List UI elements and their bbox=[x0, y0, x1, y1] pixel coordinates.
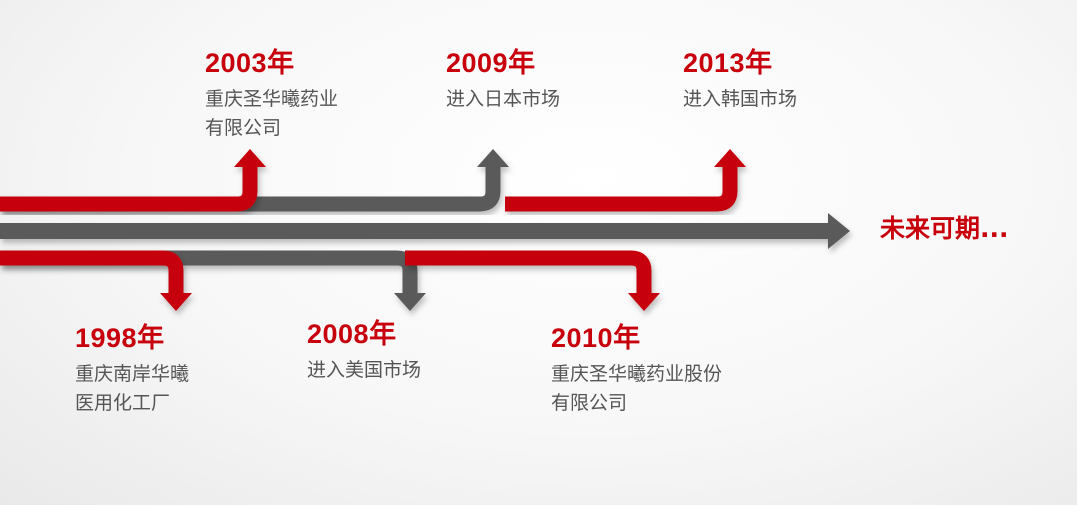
description-line: 重庆圣华曦药业股份 bbox=[551, 363, 723, 385]
description-line: 有限公司 bbox=[551, 392, 628, 414]
milestone-description: 进入美国市场 bbox=[307, 356, 527, 385]
milestone-2010: 2010年 重庆圣华曦药业股份 有限公司 bbox=[551, 322, 811, 418]
milestone-2009: 2009年 进入日本市场 bbox=[446, 47, 666, 114]
milestone-year: 2010年 bbox=[551, 323, 641, 353]
milestone-description: 进入韩国市场 bbox=[683, 85, 903, 114]
milestone-2003: 2003年 重庆圣华曦药业 有限公司 bbox=[205, 47, 425, 143]
milestone-year: 2013年 bbox=[683, 48, 773, 78]
description-line: 重庆圣华曦药业 bbox=[205, 88, 339, 110]
milestone-2013: 2013年 进入韩国市场 bbox=[683, 47, 903, 114]
arrow-2013-up bbox=[505, 149, 746, 212]
arrow-1998-down bbox=[0, 250, 192, 311]
description-line: 进入韩国市场 bbox=[683, 88, 798, 110]
arrow-2009-up bbox=[0, 149, 509, 212]
arrow-2010-down bbox=[405, 250, 660, 311]
future-label: 未来可期... bbox=[880, 214, 1009, 243]
milestone-year: 2003年 bbox=[205, 48, 295, 78]
milestone-description: 进入日本市场 bbox=[446, 85, 666, 114]
milestone-year: 1998年 bbox=[75, 323, 165, 353]
milestone-1998: 1998年 重庆南岸华曦 医用化工厂 bbox=[75, 322, 295, 418]
description-line: 有限公司 bbox=[205, 117, 282, 139]
description-line: 医用化工厂 bbox=[75, 392, 171, 414]
milestone-description: 重庆圣华曦药业 有限公司 bbox=[205, 85, 425, 143]
description-line: 进入日本市场 bbox=[446, 88, 561, 110]
main-arrow bbox=[0, 213, 850, 249]
milestone-year: 2008年 bbox=[307, 319, 397, 349]
arrow-2008-down bbox=[0, 250, 426, 311]
arrow-2003-up bbox=[0, 149, 266, 212]
milestone-year: 2009年 bbox=[446, 48, 536, 78]
description-line: 进入美国市场 bbox=[307, 359, 422, 381]
milestone-2008: 2008年 进入美国市场 bbox=[307, 318, 527, 385]
milestone-description: 重庆圣华曦药业股份 有限公司 bbox=[551, 360, 811, 418]
milestone-description: 重庆南岸华曦 医用化工厂 bbox=[75, 360, 295, 418]
description-line: 重庆南岸华曦 bbox=[75, 363, 190, 385]
